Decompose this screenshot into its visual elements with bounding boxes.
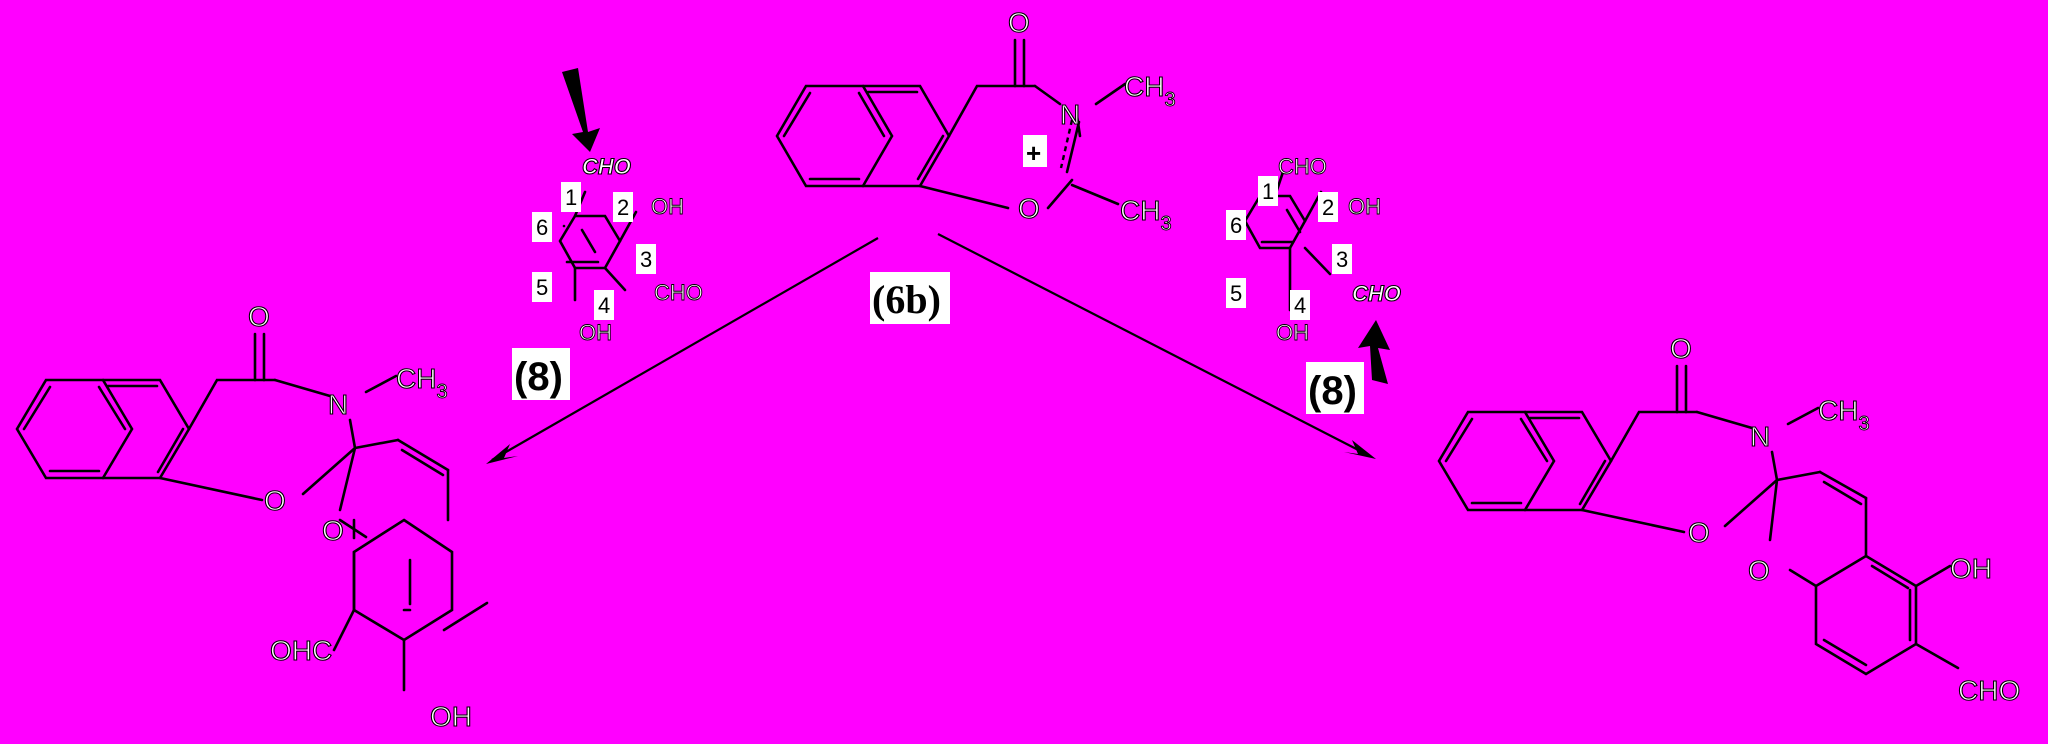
reagent-c-methyl: CH3	[1120, 195, 1172, 235]
product-left-carbonyl-oxygen: O	[248, 301, 270, 332]
aldehyde-left-label-box	[512, 348, 570, 400]
aldehyde-left-label: (8)	[514, 355, 563, 399]
aldehyde-right: CHO OH CHO OH 1 2 3 4 5 6 (8)	[1226, 154, 1401, 414]
position-1-left: 1	[565, 185, 577, 210]
reagent-n-methyl: CH3	[1124, 71, 1176, 111]
position-1-right: 1	[1262, 179, 1274, 204]
position-2-left: 2	[617, 195, 629, 220]
aldehyde-right-label: (8)	[1308, 369, 1357, 413]
product-left-methyl: CH3	[396, 363, 448, 403]
product-left-ring-oxygen-2: O	[322, 515, 344, 546]
product-left-oh: OH	[430, 701, 472, 732]
position-5-right: 5	[1230, 281, 1242, 306]
product-right-methyl: CH3	[1818, 395, 1870, 435]
reactive-site-arrow-right	[1358, 320, 1390, 384]
product-right-cho: CHO	[1958, 675, 2020, 706]
aldehyde-left-cho-top: CHO	[582, 154, 631, 179]
product-left-skeleton	[15, 332, 489, 692]
position-6-left: 6	[536, 215, 548, 240]
product-right-oh: OH	[1950, 553, 1992, 584]
reagent-nitrogen: N	[1060, 99, 1080, 130]
aldehyde-left-oh2: OH	[651, 194, 684, 219]
reagent-skeleton	[775, 38, 1127, 210]
position-5-left: 5	[536, 275, 548, 300]
position-6-right: 6	[1230, 213, 1242, 238]
aldehyde-right-oh4: OH	[1276, 320, 1309, 345]
product-right-nitrogen: N	[1750, 421, 1770, 452]
position-4-left: 4	[598, 293, 610, 318]
arrow-to-left-product	[491, 237, 879, 461]
arrow-to-right-product	[937, 233, 1371, 457]
product-left-nitrogen: N	[328, 389, 348, 420]
aldehyde-right-oh2: OH	[1348, 194, 1381, 219]
product-left-ohc: OHC	[270, 635, 332, 666]
reagent-label: (6b)	[872, 277, 941, 322]
positive-charge: +	[1026, 138, 1041, 168]
reagent-carbonyl-oxygen: O	[1008, 7, 1030, 38]
reaction-arrows	[486, 233, 1376, 464]
position-3-left: 3	[640, 247, 652, 272]
aldehyde-left-cho3: CHO	[654, 280, 703, 305]
aldehyde-right-cho3: CHO	[1352, 281, 1401, 306]
aldehyde-right-cho-top: CHO	[1278, 154, 1327, 179]
position-3-right: 3	[1336, 247, 1348, 272]
positive-charge-box	[1023, 135, 1047, 167]
reagent-ring-oxygen: O	[1018, 193, 1040, 224]
aldehyde-left-oh4: OH	[579, 320, 612, 345]
reactive-site-arrow-left	[562, 68, 600, 152]
position-2-right: 2	[1322, 195, 1334, 220]
aldehyde-right-label-box	[1306, 362, 1364, 414]
reagent-6b: O N O CH3 CH3 + (6b)	[775, 6, 1176, 324]
product-right-skeleton	[1437, 364, 1960, 676]
reagent-label-box	[870, 272, 950, 324]
product-right: O N CH3 O O OH CHO	[1437, 332, 2021, 707]
product-right-carbonyl-oxygen: O	[1670, 333, 1692, 364]
arrow-head-left	[486, 444, 518, 464]
product-right-ring-oxygen-1: O	[1688, 517, 1710, 548]
position-4-right: 4	[1294, 293, 1306, 318]
product-left: O N CH3 O O OHC OH	[15, 300, 489, 733]
arrow-head-right	[1344, 440, 1376, 459]
aldehyde-left: CHO OH CHO OH 1 2 3 4 5 6 (8)	[512, 68, 703, 400]
product-left-ring-oxygen-1: O	[264, 485, 286, 516]
product-right-ring-oxygen-2: O	[1748, 555, 1770, 586]
